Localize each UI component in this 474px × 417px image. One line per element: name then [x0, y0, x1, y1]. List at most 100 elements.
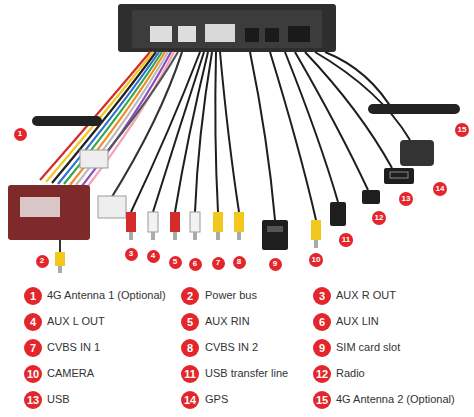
callout-number: 4: [147, 250, 160, 263]
part-label: CVBS IN 1: [47, 341, 100, 354]
callout-text: 9: [273, 260, 277, 268]
plug: [98, 196, 126, 218]
antenna: [32, 116, 102, 126]
callout-number: 8: [233, 256, 246, 269]
callout-text: 12: [316, 369, 328, 380]
callout-number: 14: [433, 182, 447, 196]
callout-text: 1: [30, 291, 36, 302]
callout-text: 2: [40, 257, 44, 265]
callout-text: 1: [18, 130, 22, 138]
sticker: [20, 197, 60, 217]
usb-plug: [330, 202, 346, 226]
rca-plugs: [126, 212, 321, 248]
canbus-box: [8, 185, 90, 240]
callout-number: 10: [24, 365, 42, 383]
callout-number: 6: [313, 313, 331, 331]
callout-text: 8: [187, 343, 193, 354]
callout-text: 10: [27, 369, 39, 380]
callout-text: 2: [187, 291, 193, 302]
part-label: SIM card slot: [336, 341, 400, 354]
callout-number: 5: [169, 256, 182, 269]
part-label: CVBS IN 2: [205, 341, 258, 354]
callout-text: 6: [193, 260, 197, 268]
cables: [131, 52, 410, 220]
callout-number: 12: [313, 365, 331, 383]
usb-opening: [390, 172, 408, 178]
usb-socket: [384, 168, 414, 184]
head-unit: [118, 4, 336, 52]
callout-number: 14: [181, 391, 199, 409]
callout-number: 3: [125, 248, 138, 261]
rca-tip: [58, 266, 62, 273]
gps-module: [400, 140, 434, 166]
callout-number: 13: [24, 391, 42, 409]
part-label: AUX RIN: [205, 315, 250, 328]
callout-number: 4: [24, 313, 42, 331]
back-panel: [132, 10, 322, 48]
rca-plug: [55, 252, 65, 266]
callout-text: 4: [151, 252, 155, 260]
callout-number: 2: [36, 255, 49, 268]
callout-number: 8: [181, 339, 199, 357]
callout-text: 11: [184, 369, 196, 380]
callout-number: 3: [313, 287, 331, 305]
callout-number: 7: [24, 339, 42, 357]
callout-text: 13: [27, 395, 39, 406]
cable: [59, 240, 61, 252]
callout-text: 14: [436, 185, 445, 193]
callout-text: 12: [375, 214, 384, 222]
callout-number: 6: [189, 258, 202, 271]
callout-number: 15: [455, 123, 469, 137]
callout-text: 14: [184, 395, 196, 406]
part-label: GPS: [205, 393, 228, 406]
callout-number: 9: [269, 258, 282, 271]
callout-number: 13: [399, 192, 413, 206]
callout-text: 7: [30, 343, 36, 354]
sim-slot-opening: [267, 226, 283, 232]
port: [288, 26, 310, 42]
part-label: Radio: [336, 367, 365, 380]
callout-text: 7: [216, 259, 220, 267]
callout-number: 12: [372, 211, 386, 225]
port: [265, 28, 279, 42]
callout-text: 9: [319, 343, 325, 354]
callout-number: 9: [313, 339, 331, 357]
connector: [205, 24, 235, 42]
callout-number: 1: [14, 128, 27, 141]
part-label: AUX R OUT: [336, 289, 396, 302]
callout-number: 7: [212, 257, 225, 270]
callout-text: 3: [319, 291, 325, 302]
port: [245, 28, 259, 42]
callout-text: 8: [237, 258, 241, 266]
part-label: 4G Antenna 1 (Optional): [47, 289, 166, 302]
part-label: AUX L OUT: [47, 315, 105, 328]
callout-text: 10: [312, 256, 321, 264]
part-label: USB: [47, 393, 70, 406]
callout-text: 3: [129, 250, 133, 258]
part-label: AUX LIN: [336, 315, 379, 328]
callout-number: 2: [181, 287, 199, 305]
connector: [178, 26, 196, 42]
part-label: 4G Antenna 2 (Optional): [336, 393, 455, 406]
connector: [150, 26, 172, 42]
callout-text: 13: [402, 195, 411, 203]
part-label: Power bus: [205, 289, 257, 302]
part-label: USB transfer line: [205, 367, 288, 380]
callout-text: 15: [458, 126, 467, 134]
sim-slot: [262, 220, 288, 250]
plug: [80, 150, 108, 168]
antenna: [368, 104, 460, 114]
callout-text: 5: [173, 258, 177, 266]
callout-text: 6: [319, 317, 325, 328]
callout-number: 11: [181, 365, 199, 383]
callout-number: 5: [181, 313, 199, 331]
callout-text: 15: [316, 395, 328, 406]
callout-text: 11: [342, 236, 350, 244]
part-label: CAMERA: [47, 367, 94, 380]
radio-plug: [362, 190, 380, 204]
callout-text: 4: [30, 317, 36, 328]
callout-number: 15: [313, 391, 331, 409]
callout-number: 11: [339, 233, 352, 246]
callout-text: 5: [187, 317, 193, 328]
